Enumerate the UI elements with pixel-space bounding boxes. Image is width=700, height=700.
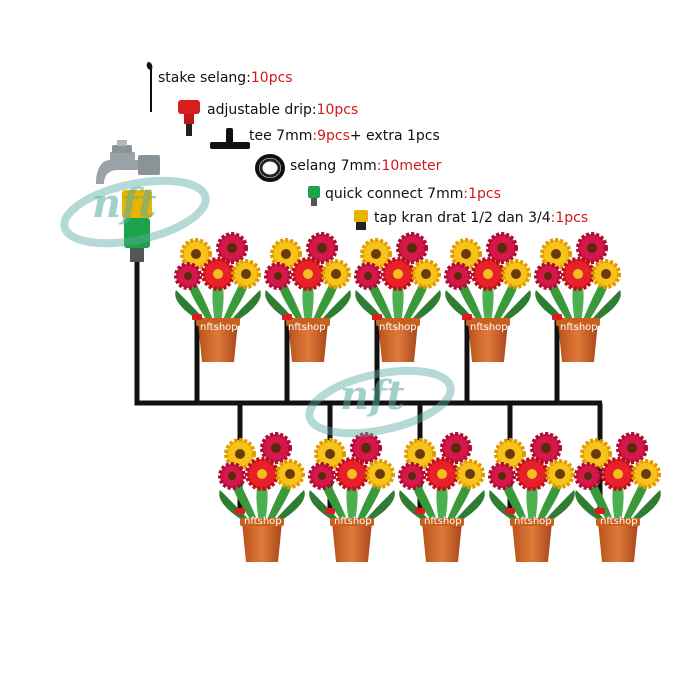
tee-icon	[210, 128, 250, 149]
pot-label: nftshop	[200, 322, 238, 333]
pot-top-1	[173, 232, 263, 364]
legend-name: selang 7mm	[290, 158, 377, 174]
pot-label: nftshop	[470, 322, 508, 333]
pot-label: nftshop	[379, 322, 417, 333]
legend-name: stake selang	[158, 70, 247, 86]
pot-top-4	[443, 232, 533, 364]
pot-label: nftshop	[334, 516, 372, 527]
legend-name: tap kran drat 1/2 dan 3/4	[374, 210, 551, 226]
quick-connect-icon	[308, 186, 320, 206]
pot-label: nftshop	[514, 516, 552, 527]
legend-qty: 10pcs	[250, 70, 293, 86]
drip-emitters	[192, 314, 605, 514]
legend-name: adjustable drip	[207, 102, 312, 118]
pot-label: nftshop	[288, 322, 326, 333]
pot-bottom-4	[487, 432, 577, 564]
legend-name: tee 7mm	[249, 128, 313, 144]
pot-bottom-1	[217, 432, 307, 564]
watermark-logo: nft	[92, 180, 157, 227]
legend-item-stake: stake selang : 10pcs	[158, 70, 293, 86]
pot-top-3	[353, 232, 443, 364]
pot-bottom-3	[397, 432, 487, 564]
faucet-icon	[96, 140, 160, 262]
pot-label: nftshop	[244, 516, 282, 527]
drip-icon	[178, 100, 200, 136]
legend-qty: 1pcs	[555, 210, 589, 226]
pot-bottom-2	[307, 432, 397, 564]
legend-qty: 9pcs	[317, 128, 350, 144]
stake-icon	[146, 62, 153, 112]
pot-bottom-5	[573, 432, 663, 564]
pot-top-2	[263, 232, 353, 364]
legend-qty: 1pcs	[468, 186, 501, 202]
pot-top-5	[533, 232, 623, 364]
hose-coil-icon	[255, 154, 285, 182]
legend-item-tee: tee 7mm : 9pcs + extra 1pcs	[249, 128, 440, 144]
legend-item-hose: selang 7mm : 10meter	[290, 158, 442, 174]
watermark-swoosh	[60, 176, 455, 438]
tap-adapter-icon	[354, 210, 368, 230]
legend-qty: 10meter	[381, 158, 442, 174]
legend-item-quick-connect: quick connect 7mm :1pcs	[325, 186, 501, 202]
pot-label: nftshop	[424, 516, 462, 527]
legend-item-tap-adapter: tap kran drat 1/2 dan 3/4 : 1pcs	[374, 210, 589, 226]
pot-label: nftshop	[560, 322, 598, 333]
legend-qty: 10pcs	[316, 102, 359, 118]
legend-name: quick connect 7mm	[325, 186, 464, 202]
pot-label: nftshop	[600, 516, 638, 527]
legend-extra: + extra 1pcs	[349, 128, 440, 144]
watermark-logo: nft	[340, 372, 405, 419]
legend-item-drip: adjustable drip : 10pcs	[207, 102, 359, 118]
